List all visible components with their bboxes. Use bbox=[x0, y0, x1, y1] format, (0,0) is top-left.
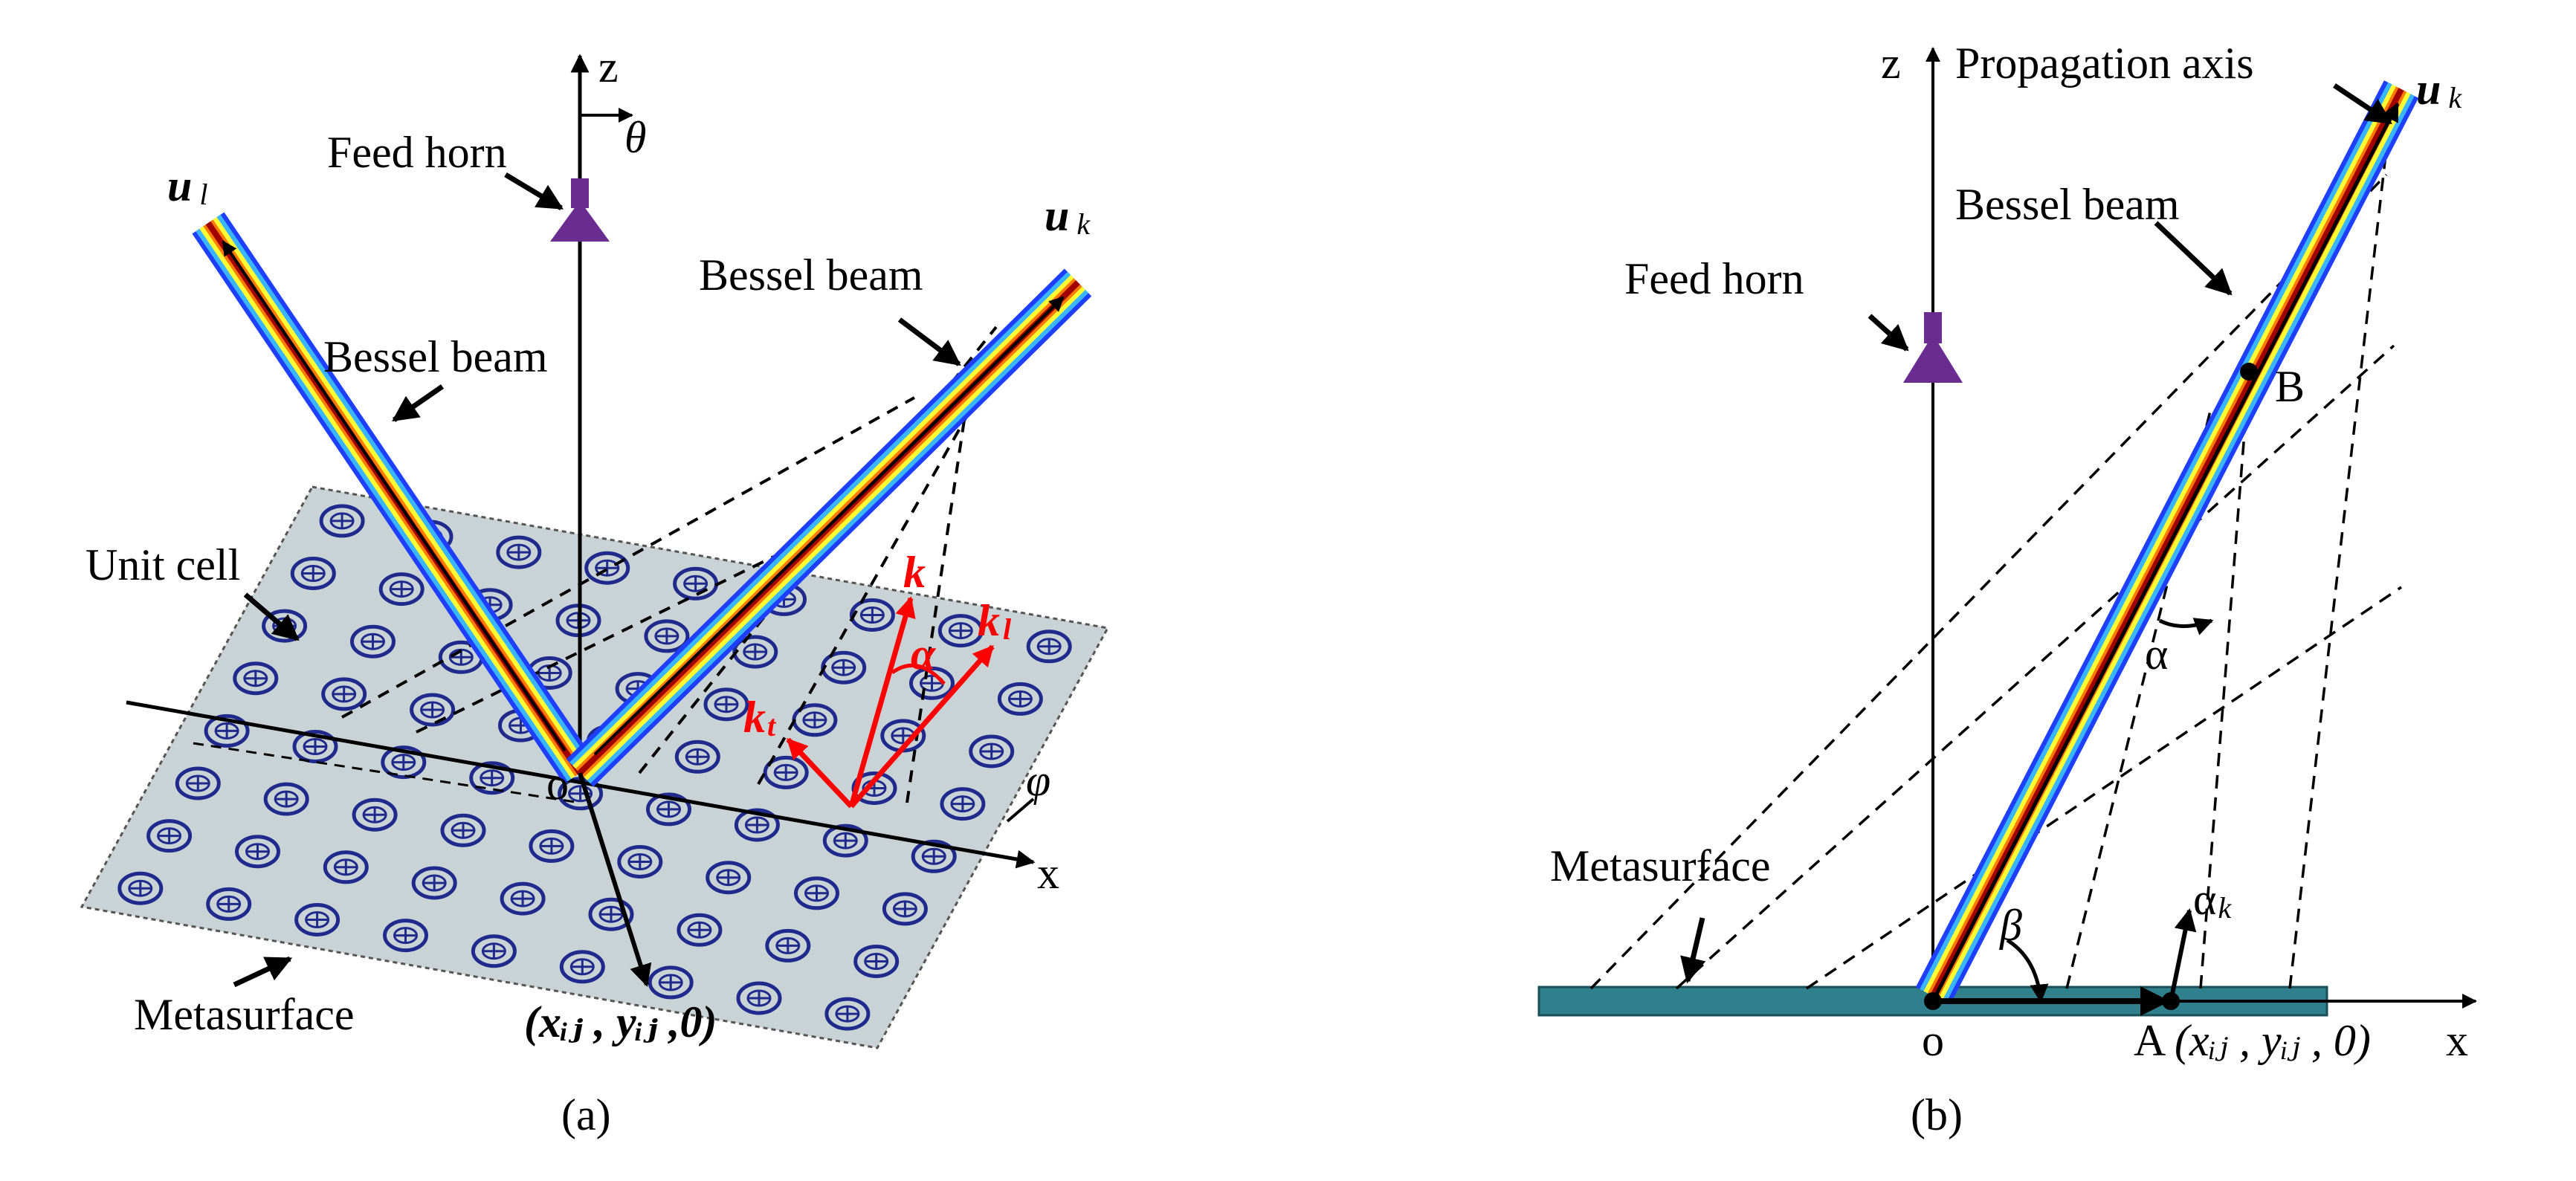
theta-label: θ bbox=[624, 113, 646, 162]
k-label: k bbox=[903, 548, 926, 597]
bessel-beam-b bbox=[1915, 80, 2419, 1005]
bessel-beam-label-b: Bessel beam bbox=[1955, 180, 2180, 229]
bessel-beam-label-left: Bessel beam bbox=[323, 332, 548, 381]
bessel-beam-label-right: Bessel beam bbox=[699, 250, 923, 300]
propagation-axis-label: Propagation axis bbox=[1955, 39, 2254, 88]
metasurface-label-b: Metasurface bbox=[1550, 841, 1770, 890]
caption-b: (b) bbox=[1911, 1090, 1963, 1139]
alpha-label-b: α bbox=[2145, 630, 2168, 679]
feed-horn-a bbox=[550, 178, 610, 242]
coordinate-label-b: (xᵢⱼ , yᵢⱼ , 0) bbox=[2175, 1016, 2371, 1065]
origin-label-a: o bbox=[546, 760, 569, 809]
unit-cell-label: Unit cell bbox=[85, 540, 240, 589]
ak-label: αk bbox=[2193, 875, 2232, 925]
z-label-a: z bbox=[598, 42, 619, 91]
z-label-b: z bbox=[1881, 39, 1901, 88]
kt-label: kt bbox=[743, 693, 777, 742]
phi-label: φ bbox=[1026, 756, 1050, 805]
x-axis-a bbox=[126, 700, 1036, 869]
feed-horn-label-a: Feed horn bbox=[327, 128, 507, 177]
x-label-b: x bbox=[2446, 1016, 2468, 1065]
x-label-a: x bbox=[1037, 849, 1059, 898]
coordinate-label-a: (xᵢⱼ , yᵢⱼ ,0) bbox=[524, 997, 717, 1046]
feed-horn-b bbox=[1903, 312, 1963, 383]
metasurface-label-a: Metasurface bbox=[134, 990, 354, 1039]
point-b-label: B bbox=[2275, 362, 2305, 411]
caption-a: (a) bbox=[561, 1090, 611, 1139]
origin-label-b: o bbox=[1922, 1016, 1944, 1065]
alpha-label-a: α bbox=[911, 630, 936, 679]
feed-horn-label-b: Feed horn bbox=[1624, 254, 1804, 303]
beta-label: β bbox=[1999, 901, 2022, 950]
point-a-label: A bbox=[2134, 1016, 2166, 1065]
